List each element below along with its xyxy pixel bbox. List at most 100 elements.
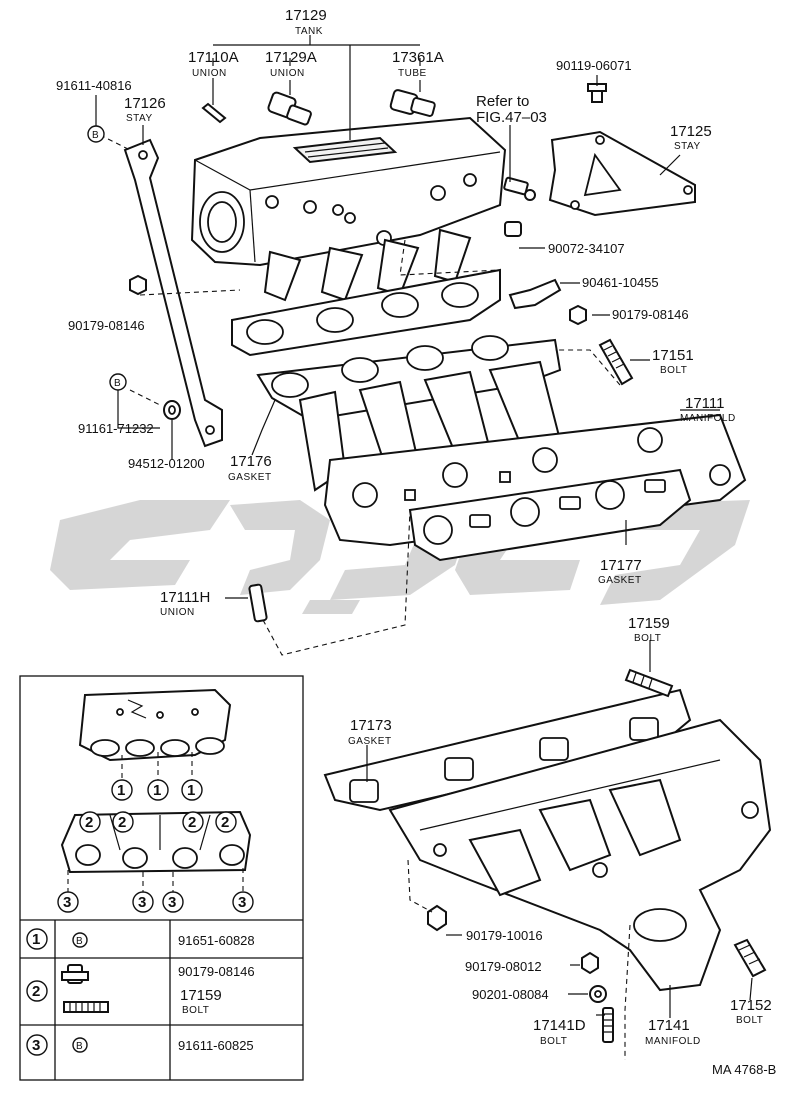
callout-17126: 17126 STAY [124,95,166,124]
svg-text:BOLT: BOLT [182,1005,209,1016]
svg-text:17110A: 17110A [188,49,239,66]
callout-90119-06071: 90119-06071 [556,58,632,73]
svg-text:17141: 17141 [648,1017,690,1034]
union-17111H [248,583,268,623]
callout-17129A: 17129A UNION [265,49,317,79]
svg-text:UNION: UNION [270,68,305,79]
svg-text:3: 3 [138,894,146,911]
svg-text:90179-10016: 90179-10016 [466,928,543,943]
svg-text:90179-08012: 90179-08012 [465,959,542,974]
svg-text:17361A: 17361A [392,49,444,66]
svg-text:90119-06071: 90119-06071 [556,58,632,73]
legend-row-3: 3 B 91611-60825 [26,1034,254,1056]
svg-text:2: 2 [118,814,126,831]
gasket-17177 [408,468,692,562]
svg-text:MANIFOLD: MANIFOLD [645,1036,701,1047]
callout-17111: 17111 MANIFOLD [680,395,736,424]
svg-text:17141D: 17141D [533,1017,586,1034]
union-17129A [267,91,312,126]
callout-17159: 17159 BOLT [628,615,670,644]
leader-lines [95,35,753,1018]
fitting-fig47 [503,176,536,201]
svg-text:BOLT: BOLT [660,365,687,376]
callout-90179-08012: 90179-08012 [465,959,542,974]
svg-text:1: 1 [32,931,40,948]
svg-text:17125: 17125 [670,123,712,140]
svg-text:3: 3 [168,894,176,911]
svg-text:3: 3 [63,894,71,911]
marker-2-c: 2 [182,811,204,833]
svg-text:91611-40816: 91611-40816 [56,78,132,93]
manifold-17141 [388,718,772,992]
legend-panel: 1 1 1 2 2 2 2 3 3 3 3 1 B 91651-60828 2 [19,675,304,1081]
svg-text:91161-71232: 91161-71232 [78,421,154,436]
clip-90461 [508,278,562,310]
callout-17125: 17125 STAY [670,123,712,152]
nut-icon-legend [61,964,89,984]
svg-text:90179-08146: 90179-08146 [68,318,145,333]
svg-text:17176: 17176 [230,453,272,470]
callout-17177: 17177 GASKET [598,557,642,586]
callout-refer: Refer to FIG.47–03 [476,93,547,126]
callout-17151: 17151 BOLT [652,347,694,376]
callout-91161-71232: 91161-71232 [78,421,154,436]
svg-text:MA 4768-B: MA 4768-B [712,1062,776,1077]
svg-text:UNION: UNION [160,607,195,618]
figure-code: MA 4768-B [712,1062,776,1077]
marker-1-c: 1 [181,779,203,801]
svg-text:B: B [76,1041,83,1052]
svg-text:Refer to: Refer to [476,93,529,110]
svg-text:2: 2 [221,814,229,831]
svg-text:17152: 17152 [730,997,772,1014]
callout-94512-01200: 94512-01200 [128,456,205,471]
svg-text:17159: 17159 [628,615,670,632]
svg-text:B: B [114,378,121,389]
svg-text:GASKET: GASKET [348,736,392,747]
callout-17129: 17129 TANK [285,7,327,37]
callout-90179-08146-a: 90179-08146 [68,318,145,333]
callout-90072-34107: 90072-34107 [548,241,625,256]
callout-90179-08146-b: 90179-08146 [612,307,689,322]
svg-text:STAY: STAY [126,113,153,124]
nut-icon-2 [569,304,587,326]
nut-icon [129,274,147,296]
svg-text:B: B [76,936,83,947]
svg-text:1: 1 [153,782,161,799]
callout-17152: 17152 BOLT [730,997,772,1026]
callout-17111H: 17111H UNION [160,589,210,618]
stay-17125 [548,130,696,217]
svg-text:BOLT: BOLT [634,633,661,644]
svg-text:MANIFOLD: MANIFOLD [680,413,736,424]
washer-icon [163,400,181,420]
callout-90201-08084: 90201-08084 [472,987,549,1002]
svg-text:17126: 17126 [124,95,166,112]
nut-90179-10016 [427,904,447,932]
svg-text:90179-08146: 90179-08146 [612,307,689,322]
svg-text:3: 3 [32,1037,40,1054]
svg-text:90179-08146: 90179-08146 [178,964,255,979]
marker-3-d: 3 [232,891,254,913]
stud-icon [598,338,634,386]
stay-17126 [123,138,223,448]
marker-3-c: 3 [162,891,184,913]
marker-2-a: 2 [79,811,101,833]
marker-b-2: B [109,373,127,391]
svg-text:STAY: STAY [674,141,701,152]
bolt-icon-legend [63,1001,109,1013]
marker-1-a: 1 [111,779,133,801]
svg-text:90201-08084: 90201-08084 [472,987,549,1002]
callout-90179-10016: 90179-10016 [466,928,543,943]
svg-text:3: 3 [238,894,246,911]
legend-row-1: 1 B 91651-60828 [26,928,255,950]
washer-90201 [589,985,607,1003]
marker-3-b: 3 [132,891,154,913]
svg-text:1: 1 [117,782,125,799]
svg-text:17159: 17159 [180,987,222,1004]
svg-text:91611-60825: 91611-60825 [178,1038,254,1053]
marker-1-b: 1 [147,779,169,801]
stud-17141D [602,1007,614,1043]
svg-text:GASKET: GASKET [228,472,272,483]
svg-text:17129: 17129 [285,7,327,24]
svg-text:B: B [92,130,99,141]
